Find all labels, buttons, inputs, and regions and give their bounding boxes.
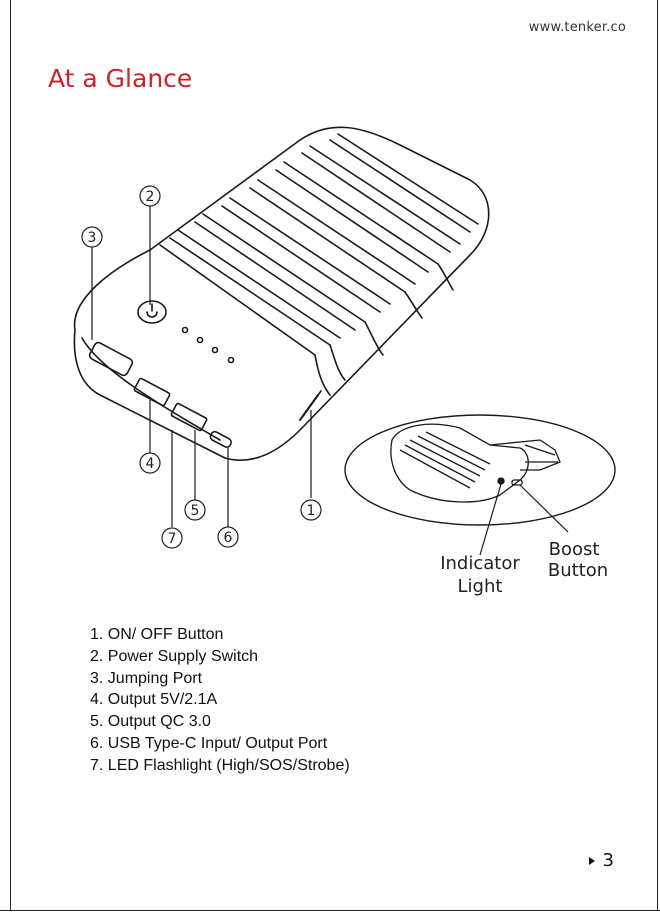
feature-item: 5. Output QC 3.0	[90, 711, 350, 733]
callout-7: 7	[162, 528, 182, 548]
svg-text:6: 6	[224, 530, 233, 546]
page-number: 3	[589, 850, 614, 871]
svg-text:5: 5	[191, 503, 200, 519]
website-url: www.tenker.co	[529, 20, 626, 35]
indicator-label-line2: Light	[458, 576, 503, 597]
callout-lines	[92, 206, 311, 527]
callout-4: 4	[140, 453, 160, 473]
triangle-right-icon	[589, 857, 595, 865]
svg-text:4: 4	[146, 456, 155, 472]
indicator-label-line1: Indicator	[440, 553, 520, 574]
callout-3: 3	[82, 227, 102, 247]
svg-text:3: 3	[88, 230, 97, 246]
feature-item: 2. Power Supply Switch	[90, 646, 350, 668]
callout-2: 2	[140, 186, 160, 206]
callout-5: 5	[185, 500, 205, 520]
power-bank-diagram: 2 3 4 5 7 6 1	[0, 110, 660, 610]
svg-text:1: 1	[307, 503, 316, 519]
power-bank-illustration	[74, 127, 488, 460]
callout-1: 1	[301, 500, 321, 520]
callout-6: 6	[218, 527, 238, 547]
bottom-rule	[0, 910, 660, 911]
feature-item: 3. Jumping Port	[90, 668, 350, 690]
feature-item: 6. USB Type-C Input/ Output Port	[90, 733, 350, 755]
svg-text:2: 2	[146, 189, 155, 205]
feature-item: 4. Output 5V/2.1A	[90, 689, 350, 711]
boost-label-line1: Boost	[549, 539, 600, 560]
clamp-inset	[345, 415, 615, 555]
feature-item: 1. ON/ OFF Button	[90, 624, 350, 646]
feature-item: 7. LED Flashlight (High/SOS/Strobe)	[90, 755, 350, 777]
svg-text:7: 7	[168, 531, 177, 547]
page-title: At a Glance	[48, 64, 192, 93]
feature-list: 1. ON/ OFF Button 2. Power Supply Switch…	[90, 624, 350, 777]
page-number-value: 3	[603, 850, 614, 871]
boost-label-line2: Button	[548, 560, 608, 581]
